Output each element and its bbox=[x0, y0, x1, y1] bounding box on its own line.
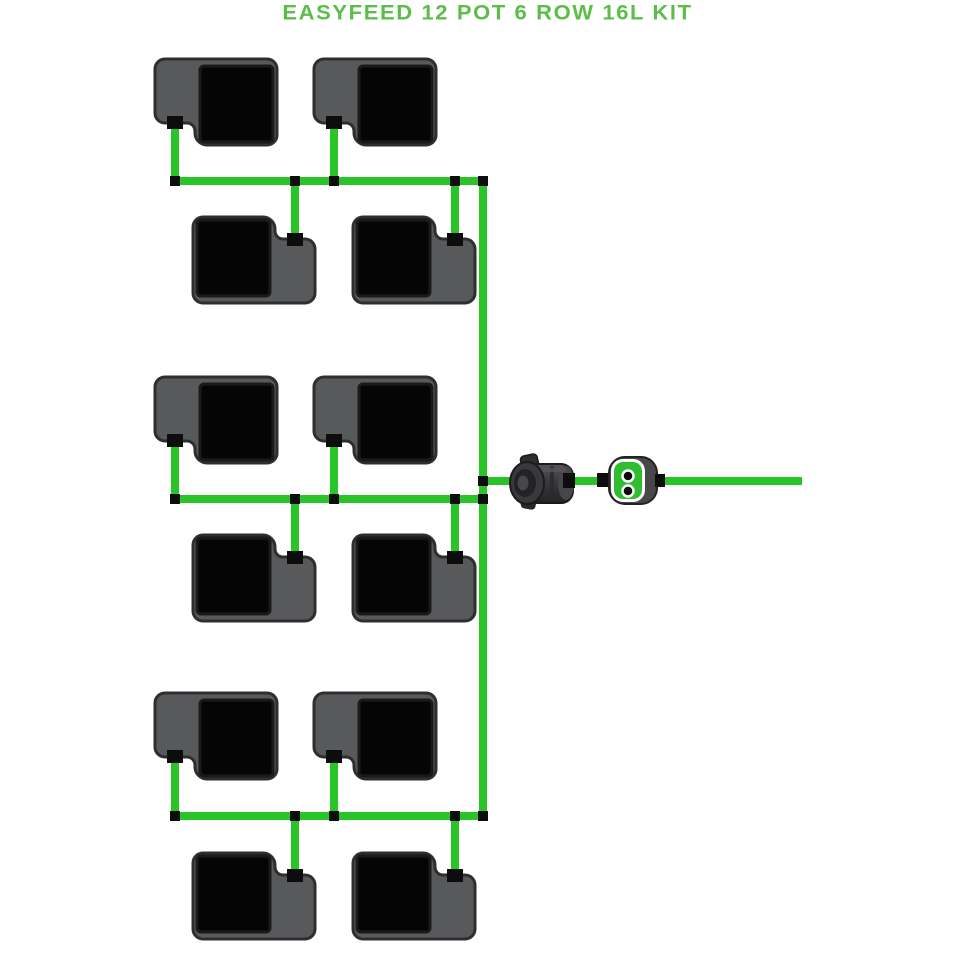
pot7-drop-tube bbox=[291, 499, 299, 559]
pot4-drop-tube bbox=[451, 181, 459, 242]
row3-tee-connector-pot6-icon bbox=[329, 494, 339, 504]
pot2-drop-tube bbox=[330, 120, 338, 181]
pot10-drop-tube bbox=[330, 756, 338, 816]
tube-connectors bbox=[170, 176, 488, 821]
pot3-drop-tube bbox=[291, 181, 299, 242]
row3-trunk-cross-connector-icon bbox=[478, 494, 488, 504]
pot8-drop-tube bbox=[451, 499, 459, 559]
row1-elbow-connector-icon bbox=[170, 176, 180, 186]
row5-tee-connector-pot10-icon bbox=[329, 811, 339, 821]
row5-elbow-connector-icon bbox=[170, 811, 180, 821]
row5-tee-connector-pot12-icon bbox=[450, 811, 460, 821]
row1-tee-connector-pot2-icon bbox=[329, 176, 339, 186]
pot1-drop-tube bbox=[171, 120, 179, 181]
row1-trunk-corner-connector-icon bbox=[478, 176, 488, 186]
row5-trunk-corner-connector-icon bbox=[478, 811, 488, 821]
dual-outlet-connector-icon bbox=[608, 456, 658, 505]
pot6-drop-tube bbox=[330, 438, 338, 499]
pot9-drop-tube bbox=[171, 756, 179, 816]
row3-tee-connector-pot7-icon bbox=[290, 494, 300, 504]
row1-tee-connector-pot4-icon bbox=[450, 176, 460, 186]
row3-elbow-connector-icon bbox=[170, 494, 180, 504]
pot11-drop-tube bbox=[291, 816, 299, 876]
manifold-inlet-stub-icon bbox=[597, 473, 609, 487]
row1-tee-connector-pot3-icon bbox=[290, 176, 300, 186]
row3-tee-connector-pot8-icon bbox=[450, 494, 460, 504]
supply-tee-connector-icon bbox=[478, 476, 488, 486]
manifold-outlet-stub-icon bbox=[655, 474, 665, 487]
pot12-drop-tube bbox=[451, 816, 459, 876]
filter-outlet-stub-icon bbox=[563, 473, 575, 488]
pot5-drop-tube bbox=[171, 438, 179, 499]
drop-tubes bbox=[171, 120, 459, 876]
row5-tee-connector-pot11-icon bbox=[290, 811, 300, 821]
page-title: EASYFEED 12 POT 6 ROW 16L KIT bbox=[282, 0, 693, 25]
